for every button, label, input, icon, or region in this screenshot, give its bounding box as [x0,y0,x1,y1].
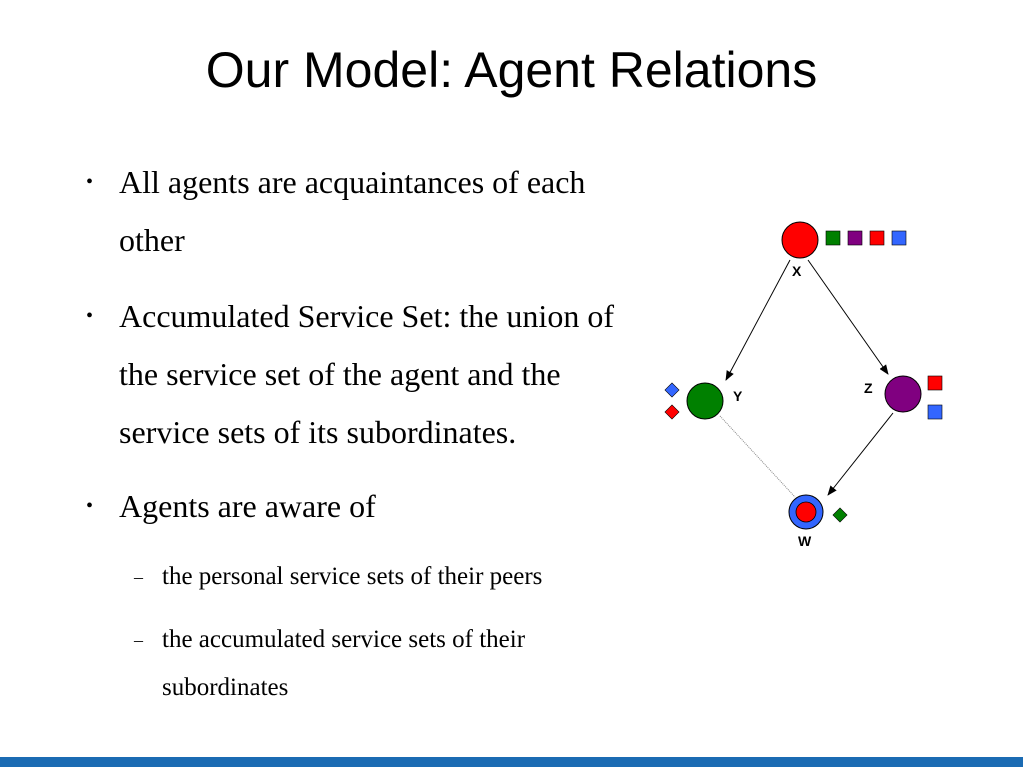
node-w [795,501,817,523]
bullet-1-line-2: other [119,222,185,258]
bullet-marker: • [86,171,94,193]
service-diamond-red [664,404,680,420]
sub-bullet-marker: – [134,630,143,650]
sub-bullet-marker: – [134,567,143,587]
bullet-1-line-1: All agents are acquaintances of each [119,164,586,200]
bullet-2-line-3: service sets of its subordinates. [119,414,517,450]
node-z [884,375,922,413]
sub-bullet-2-line-1: the accumulated service sets of their [162,626,526,653]
edge-x-to-y [725,259,791,381]
bullet-2-line-1: Accumulated Service Set: the union of [119,298,614,334]
bullet-marker: • [86,495,94,517]
sub-bullet-1-line-1: the personal service sets of their peers [162,563,543,590]
service-square-red [869,230,885,246]
slide-title: Our Model: Agent Relations [205,42,818,98]
footer-bar [0,757,1023,767]
service-diamond-green [832,507,848,523]
service-square-green [825,230,841,246]
service-square-red [927,375,943,391]
bullet-3-line-1: Agents are aware of [119,488,376,524]
node-w-label: W [798,533,812,549]
service-square-blue [927,404,943,420]
node-y [686,382,724,420]
node-x-label: X [792,263,802,279]
sub-bullet-2-line-2: subordinates [162,674,289,701]
edge-z-to-w [827,412,894,496]
node-z-label: Z [864,380,873,396]
bullet-2-line-2: the service set of the agent and the [119,356,561,392]
service-square-blue [891,230,907,246]
node-x [781,221,819,259]
edge-y-w-peer [719,415,796,498]
agent-relations-diagram: X Y Z W [664,221,943,549]
bullet-marker: • [86,305,94,327]
service-diamond-blue [664,382,680,398]
edge-x-to-z [807,259,889,375]
node-y-label: Y [733,388,743,404]
service-square-purple [847,230,863,246]
